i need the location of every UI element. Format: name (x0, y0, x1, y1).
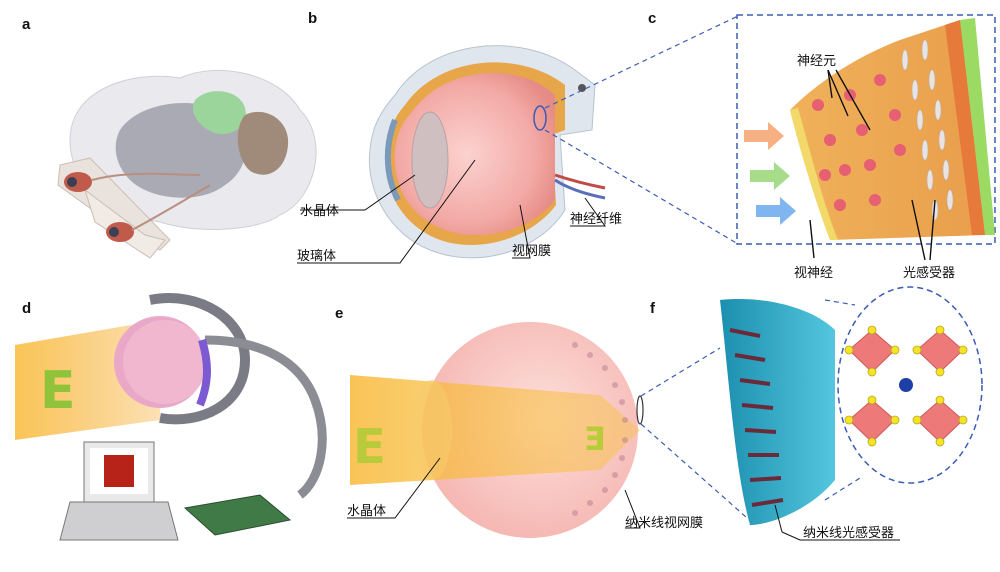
panel-b-callouts (297, 159, 606, 264)
label-c-neuron: 神经元 (797, 54, 837, 69)
panel-label-f: f (650, 300, 655, 317)
label-c-photoreceptor: 光感受器 (903, 266, 956, 281)
zoom-lines-e-f (640, 299, 861, 526)
panel-d-letter-e: E (40, 361, 76, 421)
panel-label-e: e (335, 305, 344, 322)
panel-e-illustration (350, 322, 644, 538)
label-e-nanowire-retina: 纳米线视网膜 (625, 516, 704, 531)
label-b-vitreous: 玻璃体 (297, 249, 337, 264)
label-b-retina: 视网膜 (512, 244, 552, 259)
label-c-optic-nerve: 视神经 (794, 266, 834, 281)
label-e-lens: 水晶体 (347, 504, 387, 519)
panel-label-a: a (22, 16, 31, 33)
panel-a-brain-illustration (57, 69, 317, 259)
panel-e-letter-e-source: E (353, 419, 386, 475)
label-b-nerve-fiber: 神经纤维 (570, 212, 623, 227)
panel-c-pointers (809, 69, 936, 261)
panel-b-eye-illustration (368, 45, 606, 259)
panel-label-c: c (648, 10, 657, 27)
panel-e-callouts (347, 457, 641, 529)
panel-c-retina-illustration (736, 14, 996, 245)
panel-label-b: b (308, 10, 318, 27)
panel-f-crystal-structure (837, 286, 983, 484)
panel-d-illustration (15, 293, 327, 541)
zoom-lines-b-c (544, 15, 739, 245)
panel-e-letter-e-image: E (584, 420, 606, 458)
label-f-nanowire-photoreceptor: 纳米线光感受器 (803, 526, 895, 541)
panel-label-d: d (22, 300, 32, 317)
panel-f-nanowire-illustration (720, 299, 835, 525)
label-b-lens: 水晶体 (300, 204, 340, 219)
panel-f-callouts (774, 504, 900, 541)
